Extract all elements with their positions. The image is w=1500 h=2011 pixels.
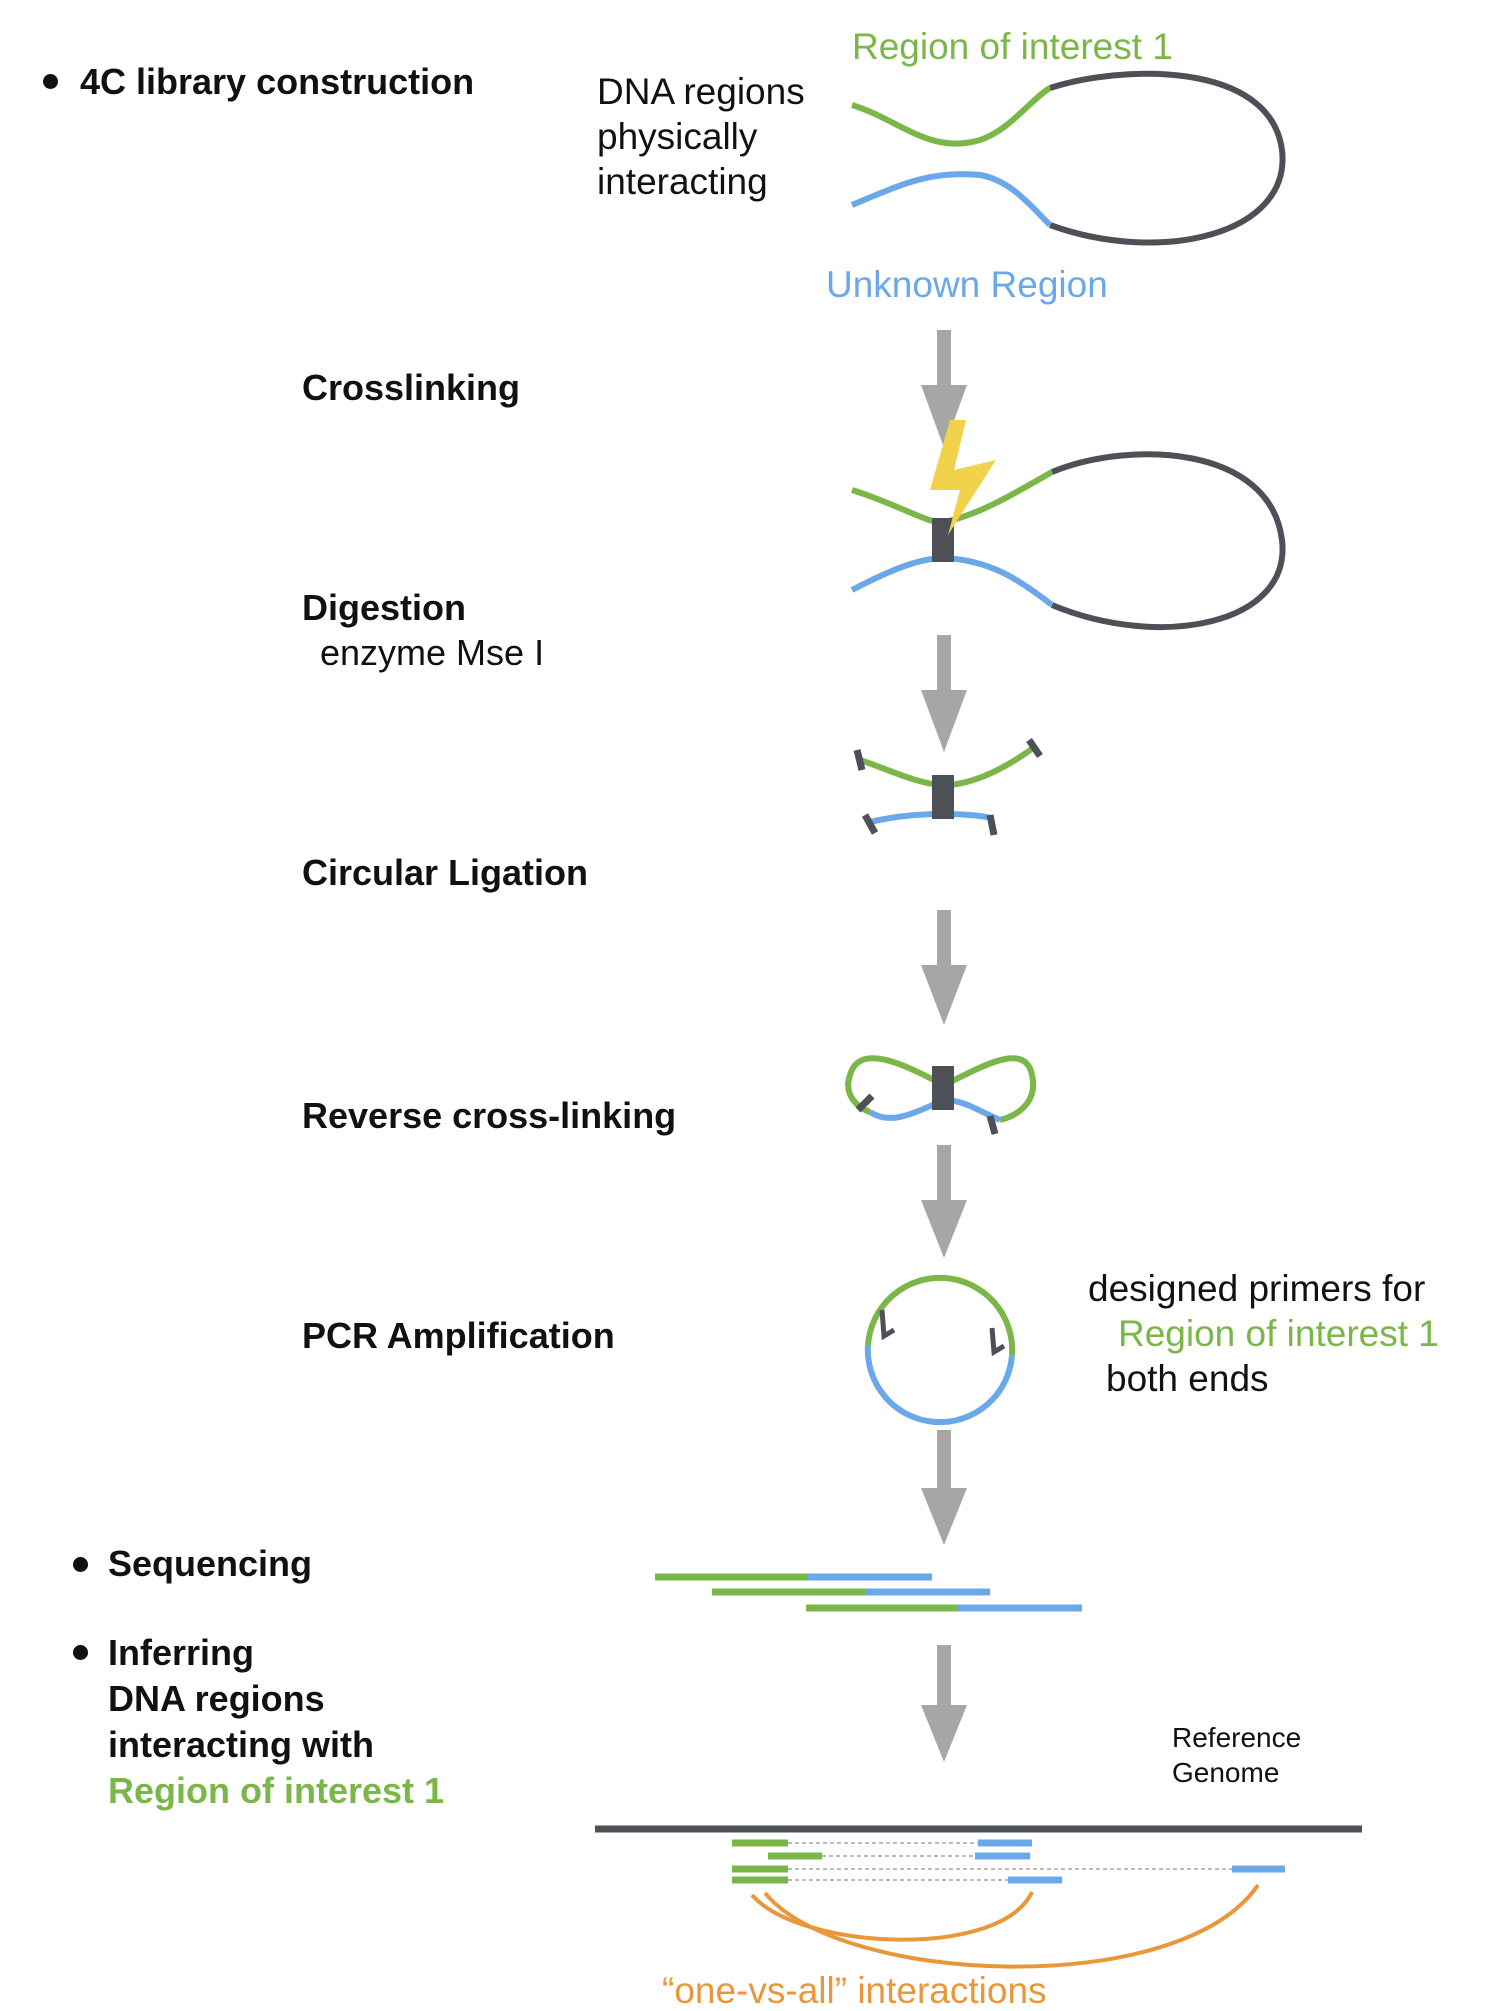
primer-left (879, 1309, 896, 1341)
step-reverse-crosslinking: Reverse cross-linking (302, 1095, 677, 1136)
step-sequencing: Sequencing (108, 1543, 313, 1584)
fragment-end (861, 813, 879, 835)
green-lobe-left (845, 1055, 946, 1115)
fragment-end (1026, 738, 1043, 758)
lightning-bolt-icon (930, 420, 996, 535)
reference-genome-line1: Reference (1172, 1722, 1302, 1753)
unknown-region-label: Unknown Region (826, 264, 1108, 305)
dna-regions-line3: interacting (597, 161, 768, 202)
fragment-end (853, 749, 866, 771)
step-inferring-line1: Inferring (108, 1632, 255, 1673)
arrow-1 (921, 330, 967, 448)
dna-loop-crosslinked (850, 451, 1286, 631)
bullet-inferring (73, 1645, 88, 1660)
crosslink-block (932, 1066, 954, 1110)
step-library-construction: 4C library construction (80, 61, 475, 102)
blue-fragment (869, 810, 992, 825)
pcr-note-line1: designed primers for (1088, 1268, 1426, 1309)
blue-strand (850, 171, 1053, 228)
step-digestion-enzyme: enzyme Mse I (320, 632, 545, 673)
blue-strand (850, 554, 1054, 608)
region-of-interest-label: Region of interest 1 (852, 26, 1173, 67)
crosslink-block (932, 518, 954, 562)
reference-genome-line2: Genome (1172, 1757, 1280, 1788)
dark-loop (1050, 451, 1286, 631)
arrow-2 (921, 635, 967, 752)
interaction-arc (750, 1891, 1034, 1942)
arrow-6 (921, 1645, 967, 1762)
ligated-figure-eight (845, 1055, 1037, 1135)
interaction-arc (763, 1883, 1260, 1969)
sequencing-reads (655, 1573, 1082, 1612)
green-lobe-right (942, 1055, 1037, 1123)
circular-template (864, 1274, 1016, 1426)
digested-fragments (853, 738, 1043, 836)
arrow-3 (921, 910, 967, 1025)
blue-arc (864, 1344, 1015, 1426)
arrow-4 (921, 1145, 967, 1258)
fragment-end (986, 814, 998, 836)
green-arc (865, 1274, 1016, 1356)
step-inferring-line3: interacting with (108, 1724, 375, 1765)
step-circular-ligation: Circular Ligation (302, 852, 589, 893)
arrow-5 (921, 1430, 967, 1545)
dna-loop-initial (850, 70, 1286, 246)
crosslink-block (932, 775, 954, 819)
dna-regions-line1: DNA regions (597, 71, 805, 112)
dna-regions-line2: physically (597, 116, 758, 157)
step-pcr-amplification: PCR Amplification (302, 1315, 615, 1356)
bullet-library (43, 74, 58, 89)
step-digestion: Digestion (302, 587, 467, 628)
step-crosslinking: Crosslinking (302, 367, 521, 408)
pcr-note-line2: Region of interest 1 (1118, 1313, 1439, 1354)
step-inferring-line4: Region of interest 1 (108, 1770, 445, 1811)
ligation-junction (986, 1115, 999, 1135)
primer-right (989, 1327, 1006, 1357)
pcr-note-line3: both ends (1106, 1358, 1269, 1399)
bullet-sequencing (73, 1557, 88, 1572)
ligation-junction (855, 1093, 875, 1113)
dark-loop (1048, 70, 1286, 246)
reference-genome-mapping (595, 1825, 1362, 1969)
green-strand (851, 85, 1052, 147)
step-inferring-line2: DNA regions (108, 1678, 325, 1719)
